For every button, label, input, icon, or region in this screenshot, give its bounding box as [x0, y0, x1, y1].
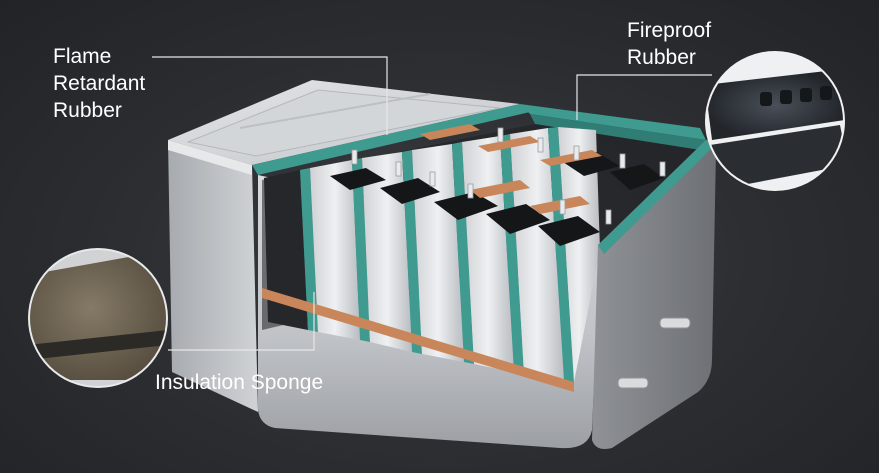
terminal-posts: [351, 127, 666, 225]
flame-retardant-seal: [252, 104, 530, 175]
label-fire-line-1: Fireproof: [627, 19, 712, 42]
copper-cooling-strip: [262, 288, 574, 392]
label-flame-line-2: Retardant: [53, 72, 146, 95]
coolant-pipes: [617, 317, 691, 389]
label-flame-line-3: Rubber: [53, 99, 122, 122]
callout-line-flame-retardant-rubber: [152, 56, 388, 135]
enclosure-lid: [168, 80, 520, 165]
enclosure-back-rim: [520, 104, 706, 140]
label-fireproof-rubber: Fireproof Rubber: [627, 17, 711, 71]
fireproof-rubber-detail: [705, 51, 845, 191]
label-sponge-line-1: Insulation Sponge: [155, 371, 324, 394]
cell-caps: [330, 152, 664, 246]
enclosure-left-wall: [168, 140, 258, 412]
callout-line-insulation-sponge: [168, 292, 315, 351]
enclosure-right-wall: [592, 139, 716, 449]
label-insulation-sponge: Insulation Sponge: [155, 369, 323, 396]
insulation-sponge-detail: [28, 248, 168, 388]
label-flame-retardant-rubber: Flame Retardant Rubber: [53, 43, 145, 124]
label-flame-line-1: Flame: [53, 45, 112, 68]
label-fire-line-2: Rubber: [627, 46, 696, 69]
callout-line-fireproof-rubber: [576, 74, 712, 120]
callout-lines: [152, 56, 712, 351]
